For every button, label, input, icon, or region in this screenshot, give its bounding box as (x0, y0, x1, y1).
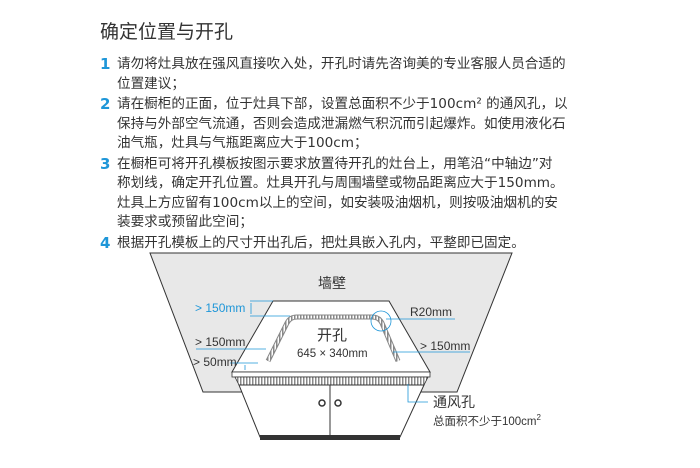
cabinet (238, 384, 425, 438)
door-knob-right (334, 399, 342, 407)
item-text-line: 位置建议； (117, 75, 185, 92)
item-text-line: 请在橱柜的正面，位于灶具下部，设置总面积不少于100cm² 的通风孔，以 (117, 96, 568, 112)
vent-strip (234, 376, 429, 386)
wall-label: 墙壁 (318, 275, 346, 291)
item-text-line: 在橱柜可将开孔模板按图示要求放置待开孔的灶台上，用笔沿“中轴边”对 (117, 155, 553, 172)
item-text-line: 装要求或预留此空间； (117, 214, 253, 230)
item-text-line: 保持与外部空气流通，否则会造成泄漏燃气积沉而引起爆炸。如使用液化石 (117, 115, 566, 132)
countertop-front (231, 371, 431, 378)
front-gap-label: > 50mm (193, 355, 237, 369)
item-number: 4 (100, 233, 111, 252)
list-item: 4 根据开孔模板上的尺寸开出孔后，把灶具嵌入孔内，平整即已固定。 (100, 234, 600, 254)
item-text-line: 称划线，确定开孔位置。灶具开孔与周围墙壁或物品距离应大于150mm。 (117, 175, 564, 191)
top-gap-label: > 150mm (195, 301, 245, 315)
item-number: 1 (100, 55, 111, 73)
item-text-line: 油气瓶，灶具与气瓶距离应大于100cm； (117, 135, 368, 151)
list-item: 3 在橱柜可将开孔模板按图示要求放置待开孔的灶台上，用笔沿“中轴边”对称划线，确定… (100, 155, 600, 233)
vent-area-label: 总面积不少于100cm2 (433, 413, 542, 428)
radius-label: R20mm (410, 305, 452, 319)
door-knob-left (318, 399, 326, 407)
item-number: 2 (100, 95, 111, 113)
vent-label: 通风孔 (433, 394, 475, 410)
cabinet-base (260, 435, 400, 440)
item-text-line: 根据开孔模板上的尺寸开出孔后，把灶具嵌入孔内，平整即已固定。 (117, 234, 525, 251)
list-item: 2 请在橱柜的正面，位于灶具下部，设置总面积不少于100cm² 的通风孔，以保持与… (100, 95, 600, 154)
item-number: 3 (100, 154, 111, 173)
list-item: 1 请勿将灶具放在强风直接吹入处，开孔时请先咨询美的专业客服人员合适的位置建议； (100, 55, 600, 94)
instruction-list: 1 请勿将灶具放在强风直接吹入处，开孔时请先咨询美的专业客服人员合适的位置建议； 2… (100, 55, 600, 254)
item-text-line: 灶具上方应留有100cm以上的空间，如安装吸油烟机，则按吸油烟机的安 (117, 194, 558, 211)
hole-size-label: 645 × 340mm (297, 348, 368, 360)
hole-label: 开孔 (317, 327, 347, 344)
left-gap-label: > 150mm (195, 335, 245, 349)
page-title: 确定位置与开孔 (100, 21, 234, 43)
right-gap-label: > 150mm (420, 339, 470, 353)
item-text-line: 请勿将灶具放在强风直接吹入处，开孔时请先咨询美的专业客服人员合适的 (117, 56, 566, 72)
